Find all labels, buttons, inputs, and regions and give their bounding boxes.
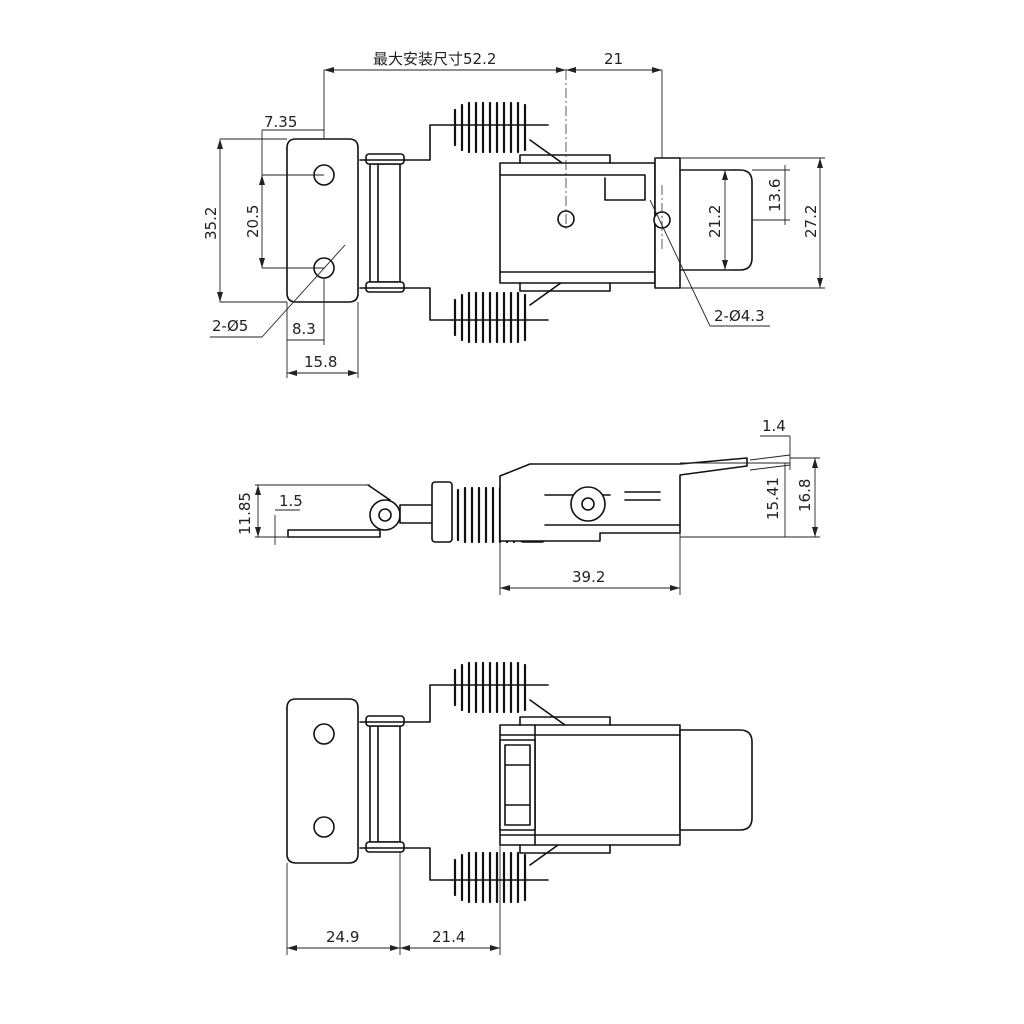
- dim-right-span: 21.4: [432, 928, 465, 946]
- dim-left-span: 24.9: [326, 928, 359, 946]
- dim-plate-holes: 2-Ø5: [212, 317, 248, 335]
- dim-body-length: 39.2: [572, 568, 605, 586]
- side-base-plate: [287, 529, 381, 538]
- top-latch-body: [499, 162, 656, 284]
- bottom-view: 24.9 21.4: [286, 661, 753, 955]
- bottom-spring-upper: [451, 661, 566, 726]
- dim-plate-height: 35.2: [202, 207, 220, 240]
- dim-catch-holes: 2-Ø4.3: [714, 307, 765, 325]
- dim-plate-width: 15.8: [304, 353, 337, 371]
- dim-catch-height: 13.6: [766, 179, 784, 212]
- bottom-hinge-pin: [369, 725, 401, 843]
- top-spring-lower: [451, 279, 566, 344]
- bottom-catch-plate: [679, 729, 753, 831]
- dim-hole-x: 8.3: [292, 320, 316, 338]
- dim-catch-hole-spacing: 21.2: [706, 205, 724, 238]
- dim-body-height: 15.41: [764, 477, 782, 520]
- top-view: 最大安装尺寸52.2 21 7.35 35.2 20.5 2-Ø5 8.3: [202, 50, 825, 378]
- dim-hole-spacing: 20.5: [244, 205, 262, 238]
- bottom-mounting-plate: [286, 698, 359, 864]
- top-mounting-plate: [286, 138, 359, 303]
- top-hinge-pin: [369, 163, 401, 283]
- side-latch-body: [499, 457, 748, 542]
- dim-latch-length: 21: [604, 50, 623, 68]
- dim-body-height: 27.2: [802, 205, 820, 238]
- dim-plate-offset: 1.5: [279, 492, 303, 510]
- dim-overall-height: 16.8: [796, 479, 814, 512]
- top-spring-upper: [451, 101, 566, 166]
- side-view: 1.4 1.5 11.85 15.41 16.8 39.2: [236, 417, 820, 595]
- bottom-spring-lower: [451, 839, 566, 904]
- dim-hinge-height: 11.85: [236, 492, 254, 535]
- dim-tip-thickness: 1.4: [762, 417, 786, 435]
- dim-hole-offset: 7.35: [264, 113, 297, 131]
- dim-total-install: 最大安装尺寸52.2: [373, 50, 496, 68]
